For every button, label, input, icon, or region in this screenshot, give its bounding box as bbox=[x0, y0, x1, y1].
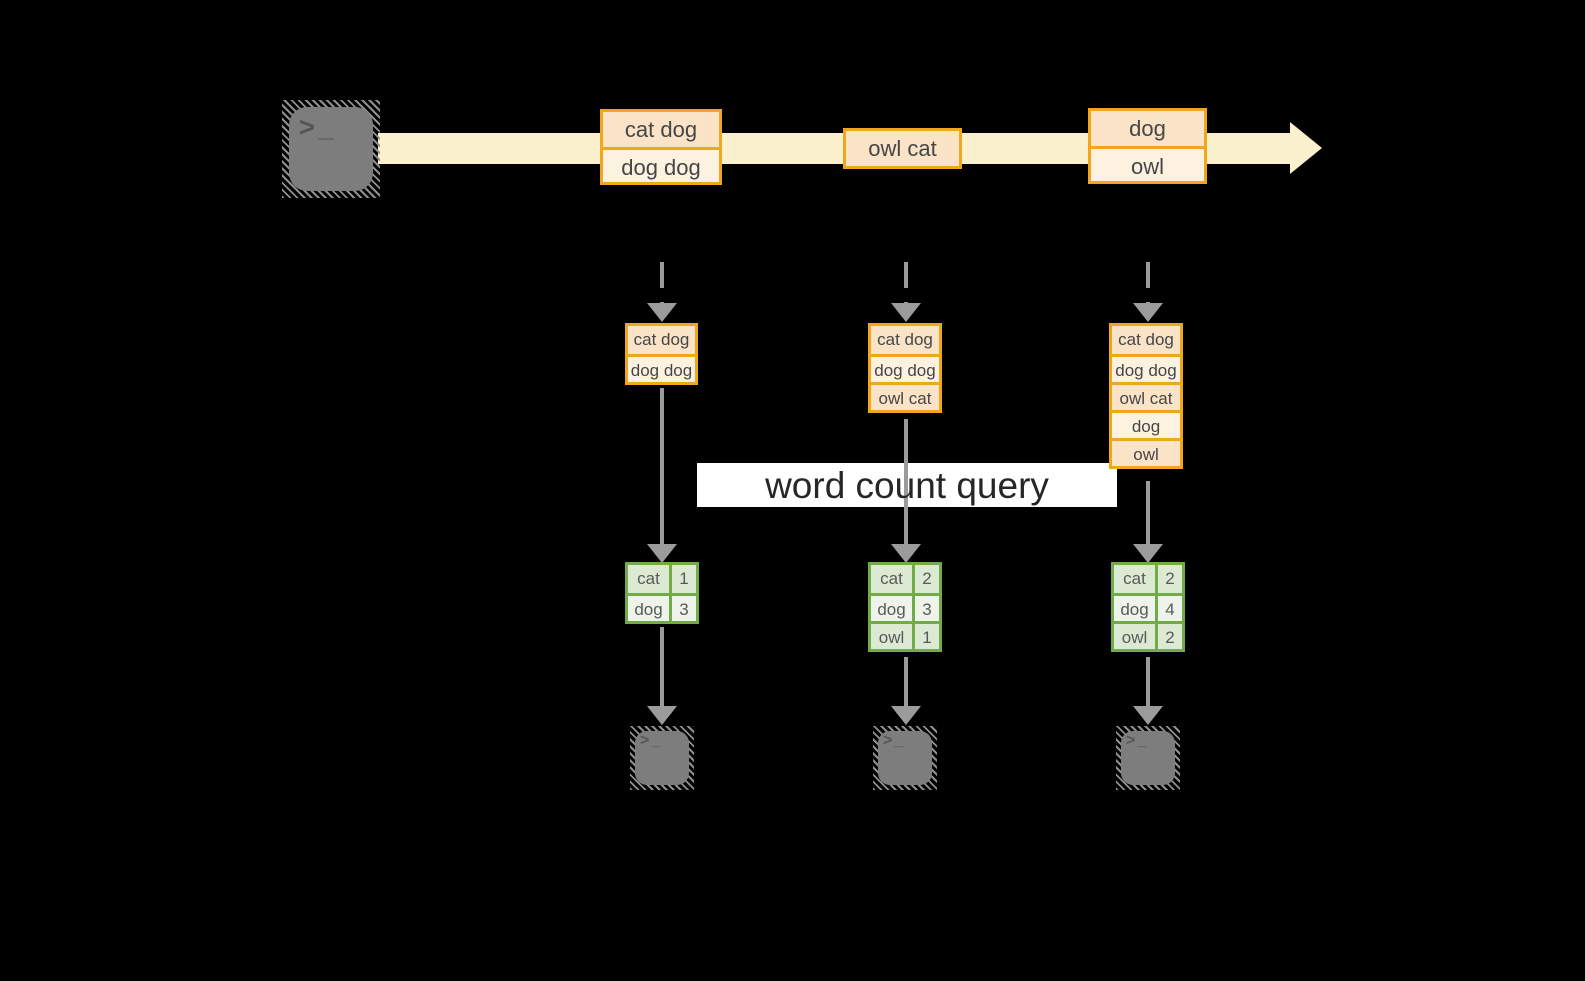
state-record: cat dog bbox=[628, 326, 695, 354]
terminal-body bbox=[878, 731, 932, 785]
result-word: cat bbox=[871, 565, 915, 593]
result-row: cat 1 bbox=[628, 565, 696, 593]
prompt-chevron: > bbox=[640, 732, 652, 749]
batch-to-state-arrowhead-1-icon bbox=[647, 303, 677, 322]
prompt-chevron: > bbox=[883, 732, 895, 749]
stream-record: owl bbox=[1091, 146, 1204, 181]
state-record: dog bbox=[1112, 410, 1180, 438]
prompt-cursor: _ bbox=[894, 732, 906, 749]
result-table-2: cat 2 dog 3 owl 1 bbox=[868, 562, 942, 652]
state-record: owl cat bbox=[1112, 382, 1180, 410]
state-box-3: cat dog dog dog owl cat dog owl bbox=[1109, 323, 1183, 469]
terminal-body bbox=[635, 731, 689, 785]
stream-record: cat dog bbox=[603, 112, 719, 147]
result-row: dog 3 bbox=[628, 593, 696, 621]
state-box-1: cat dog dog dog bbox=[625, 323, 698, 385]
prompt-chevron: > bbox=[1126, 732, 1138, 749]
result-count: 3 bbox=[672, 596, 696, 621]
result-to-output-arrowhead-2-icon bbox=[891, 706, 921, 725]
output-terminal-1-icon: >_ bbox=[630, 726, 694, 790]
stream-record: owl cat bbox=[846, 131, 959, 166]
terminal-body bbox=[1121, 731, 1175, 785]
result-count: 1 bbox=[915, 624, 939, 649]
query-label: word count query bbox=[765, 465, 1049, 506]
batch-to-state-dashed-arrow-3 bbox=[1146, 262, 1150, 304]
stream-batch-1: cat dog dog dog bbox=[600, 109, 722, 185]
state-to-result-arrowhead-2-icon bbox=[891, 544, 921, 563]
stream-record: dog bbox=[1091, 111, 1204, 146]
state-box-2: cat dog dog dog owl cat bbox=[868, 323, 942, 413]
terminal-prompt-icon: >_ bbox=[883, 732, 905, 750]
prompt-cursor: _ bbox=[1137, 732, 1149, 749]
state-to-result-arrowhead-1-icon bbox=[647, 544, 677, 563]
result-row: owl 1 bbox=[871, 621, 939, 649]
result-count: 4 bbox=[1158, 596, 1182, 621]
batch-to-state-dashed-arrow-2 bbox=[904, 262, 908, 304]
state-record: owl bbox=[1112, 438, 1180, 466]
state-record: cat dog bbox=[1112, 326, 1180, 354]
stream-batch-2: owl cat bbox=[843, 128, 962, 169]
result-row: dog 3 bbox=[871, 593, 939, 621]
state-record: cat dog bbox=[871, 326, 939, 354]
result-word: dog bbox=[628, 596, 672, 621]
result-count: 2 bbox=[915, 565, 939, 593]
result-count: 2 bbox=[1158, 624, 1182, 649]
batch-to-state-arrowhead-3-icon bbox=[1133, 303, 1163, 322]
state-to-result-arrowhead-3-icon bbox=[1133, 544, 1163, 563]
state-to-result-arrow-1 bbox=[660, 388, 664, 544]
state-to-result-arrow-3 bbox=[1146, 481, 1150, 544]
state-record: dog dog bbox=[871, 354, 939, 382]
result-table-3: cat 2 dog 4 owl 2 bbox=[1111, 562, 1185, 652]
terminal-prompt-icon: >_ bbox=[299, 112, 338, 143]
result-table-1: cat 1 dog 3 bbox=[625, 562, 699, 624]
result-row: dog 4 bbox=[1114, 593, 1182, 621]
result-to-output-arrow-1 bbox=[660, 627, 664, 707]
result-to-output-arrow-3 bbox=[1146, 657, 1150, 707]
result-word: dog bbox=[1114, 596, 1158, 621]
terminal-prompt-icon: >_ bbox=[1126, 732, 1148, 750]
state-record: owl cat bbox=[871, 382, 939, 410]
prompt-cursor: _ bbox=[318, 112, 338, 142]
stream-record: dog dog bbox=[603, 147, 719, 182]
state-record: dog dog bbox=[628, 354, 695, 382]
batch-to-state-dashed-arrow-1 bbox=[660, 262, 664, 304]
result-word: cat bbox=[628, 565, 672, 593]
prompt-cursor: _ bbox=[651, 732, 663, 749]
result-count: 2 bbox=[1158, 565, 1182, 593]
source-terminal-icon: >_ bbox=[282, 100, 380, 198]
result-word: cat bbox=[1114, 565, 1158, 593]
prompt-chevron: > bbox=[299, 112, 319, 142]
terminal-body bbox=[289, 107, 373, 191]
result-word: owl bbox=[871, 624, 915, 649]
terminal-prompt-icon: >_ bbox=[640, 732, 662, 750]
result-row: cat 2 bbox=[871, 565, 939, 593]
result-word: dog bbox=[871, 596, 915, 621]
state-record: dog dog bbox=[1112, 354, 1180, 382]
result-count: 1 bbox=[672, 565, 696, 593]
output-terminal-3-icon: >_ bbox=[1116, 726, 1180, 790]
result-count: 3 bbox=[915, 596, 939, 621]
result-row: cat 2 bbox=[1114, 565, 1182, 593]
result-row: owl 2 bbox=[1114, 621, 1182, 649]
input-stream-arrowhead-icon bbox=[1290, 122, 1322, 174]
output-terminal-2-icon: >_ bbox=[873, 726, 937, 790]
result-to-output-arrowhead-1-icon bbox=[647, 706, 677, 725]
stream-batch-3: dog owl bbox=[1088, 108, 1207, 184]
result-to-output-arrow-2 bbox=[904, 657, 908, 707]
result-to-output-arrowhead-3-icon bbox=[1133, 706, 1163, 725]
result-word: owl bbox=[1114, 624, 1158, 649]
state-to-result-arrow-2 bbox=[904, 419, 908, 544]
batch-to-state-arrowhead-2-icon bbox=[891, 303, 921, 322]
